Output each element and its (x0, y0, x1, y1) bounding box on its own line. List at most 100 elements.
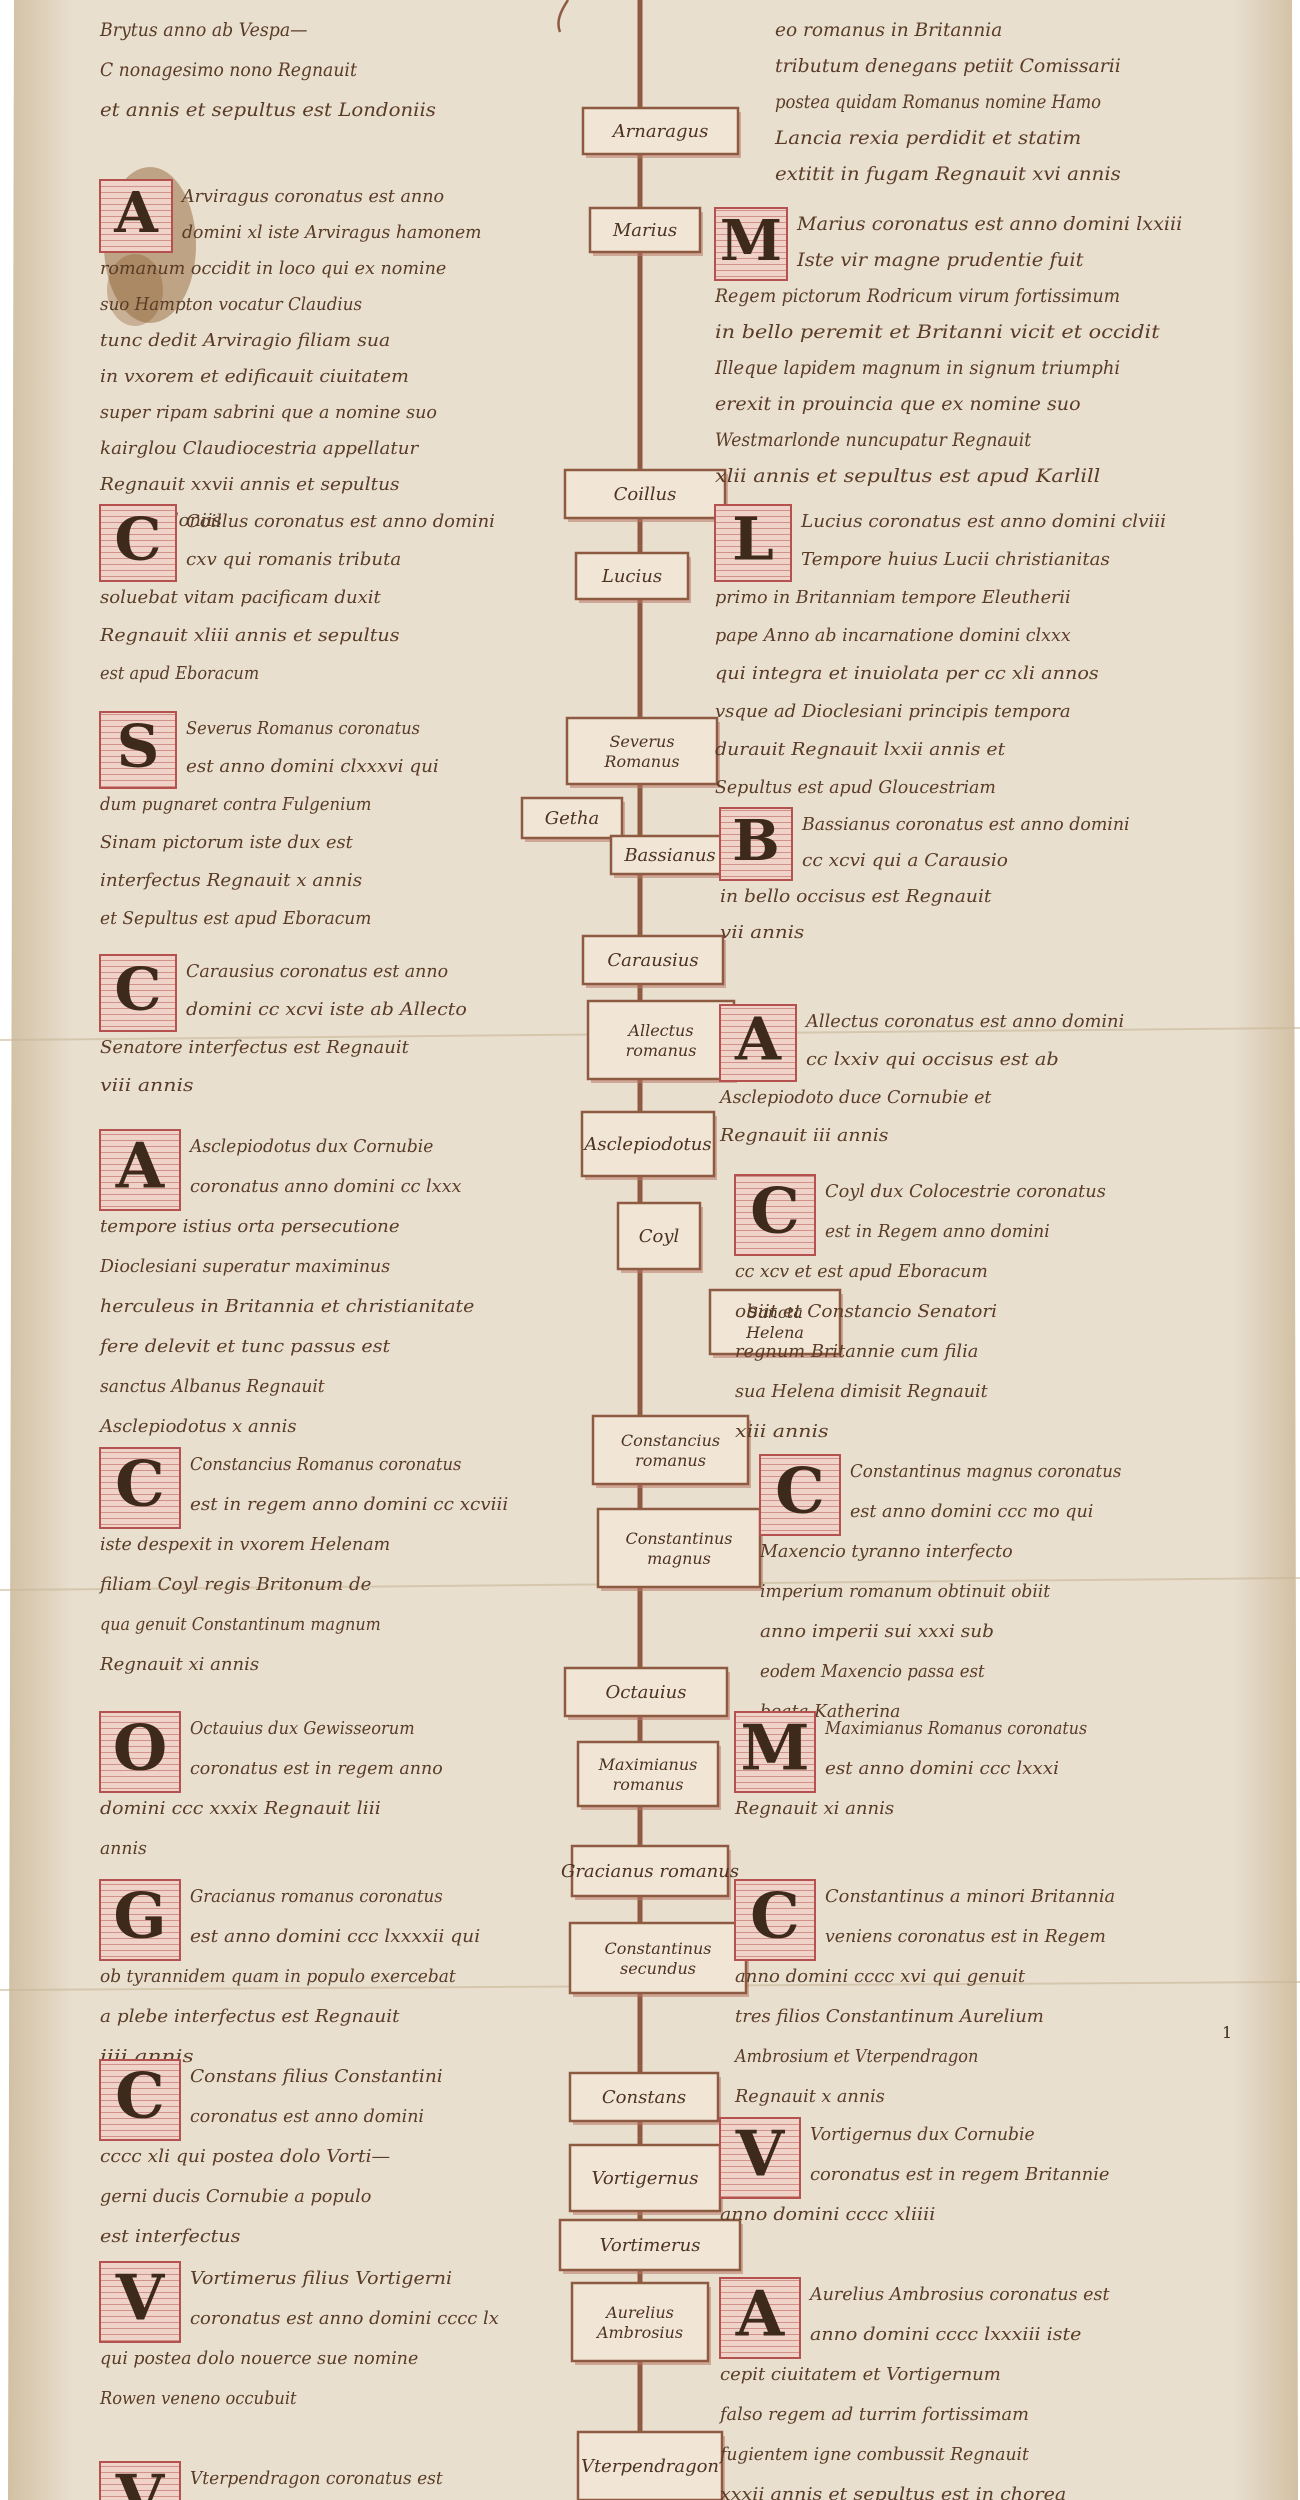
lineage-box: Lucius (574, 551, 691, 603)
initial-decoration: L (714, 504, 792, 582)
box-frame (563, 468, 727, 520)
entry-line: C nonagesimo nono Regnauit (100, 59, 357, 81)
box-frame (581, 934, 725, 986)
entry-line: suo Hampton vocatur Claudius (100, 294, 362, 315)
lineage-boxes: ArnaragusMariusCoillusLuciusSeverusRoman… (520, 106, 843, 2500)
stain-mark (107, 254, 163, 326)
lineage-box-label: secundus (620, 1959, 696, 1978)
initial-decoration: C (99, 954, 177, 1032)
lineage-box-label: Coillus (614, 484, 677, 505)
lineage-box: Asclepiodotus (580, 1110, 717, 1180)
initial-decoration: C (99, 504, 177, 582)
entry-line: iste despexit in vxorem Helenam (100, 1534, 390, 1555)
entry-line: est in Regem anno domini (825, 1221, 1050, 1242)
entry-line: Allectus coronatus est anno domini (804, 1011, 1124, 1032)
initial-box (734, 1711, 816, 1793)
entry-line: Regem pictorum Rodricum virum fortissimu… (714, 285, 1120, 307)
initial-letter: V (735, 2117, 786, 2191)
entry-line: regnum Britannie cum filia (735, 1341, 978, 1362)
initial-box (714, 207, 788, 281)
lineage-box-label: Asclepiodotus (582, 1134, 711, 1155)
entry-line: falso regem ad turrim fortissimam (718, 2404, 1029, 2425)
entry-line: Constantinus a minori Britannia (825, 1886, 1115, 1907)
box-frame (520, 796, 624, 840)
entry-line: tributum denegans petiit Comissarii (775, 55, 1121, 77)
entry-line: tres filios Constantinum Aurelium (735, 2006, 1044, 2027)
initial-decoration: V (99, 2261, 181, 2343)
lineage-box-label: magnus (647, 1549, 711, 1568)
entry-line: herculeus in Britannia et christianitate (100, 1296, 474, 1317)
entry-line: est anno domini ccc lxxxxii qui (190, 1926, 480, 1947)
lineage-box-label: Severus (609, 732, 674, 751)
box-frame (591, 1414, 750, 1486)
entry-line: Coyl dux Colocestrie coronatus (825, 1181, 1106, 1202)
lineage-box-label: Coyl (639, 1226, 680, 1247)
box-frame (708, 1288, 842, 1356)
lineage-box: Octauius (563, 1666, 730, 1720)
entry-line: interfectus Regnauit x annis (100, 870, 362, 891)
lineage-box: Coyl (616, 1201, 703, 1273)
entry-line: Regnauit xxvii annis et sepultus (99, 474, 400, 495)
entry-line: Westmarlonde nuncupatur Regnauit (715, 429, 1031, 451)
initial-letter: V (115, 2461, 166, 2500)
entry-line: a plebe interfectus est Regnauit (100, 2006, 400, 2027)
lineage-box: Gracianus romanus (561, 1844, 739, 1900)
entry-line: Vortimerus filius Vortigerni (190, 2268, 452, 2289)
entry-line: obiit et Constancio Senatori (735, 1301, 997, 1322)
box-frame (576, 2430, 724, 2500)
entry-line: Tempore huius Lucii christianitas (801, 549, 1110, 570)
entry-line: viii annis (100, 1075, 194, 1096)
box-frame (570, 2281, 710, 2363)
entry-line: Regnauit xi annis (734, 1798, 894, 1819)
entry-line: Aurelius Ambrosius coronatus est (808, 2284, 1110, 2305)
entry-line: cccc xli qui postea dolo Vorti— (100, 2146, 390, 2167)
box-frame (565, 716, 719, 786)
lineage-box-label: Constancius (621, 1431, 720, 1450)
entry: C Coyl dux Colocestrie coronatus est in Re… (734, 1174, 1106, 1442)
initial-decoration: V (719, 2117, 801, 2199)
lineage-box-label: Allectus (626, 1021, 693, 1040)
entry-line: erexit in prouincia que ex nomine suo (715, 393, 1081, 415)
initial-box (719, 2117, 801, 2199)
lineage-box: Vterpendragon (576, 2430, 725, 2500)
initial-box (99, 2461, 181, 2500)
initial-box (759, 1454, 841, 1536)
lineage-box-label: Vortigernus (592, 2168, 699, 2189)
lineage-box-label: Maximianus (598, 1755, 698, 1774)
entry-line: fugientem igne combussit Regnauit (718, 2444, 1030, 2465)
entry-line: Sepultus est apud Gloucestriam (715, 777, 996, 798)
box-frame (580, 1110, 716, 1178)
initial-box (99, 504, 177, 582)
entry-line: est anno domini ccc lxxxi (825, 1758, 1059, 1779)
entry-line: Octauius dux Gewisseorum (190, 1718, 415, 1739)
entry-line: Asclepiodotus dux Cornubie (188, 1136, 433, 1157)
initial-letter: A (115, 1129, 166, 1203)
initial-letter: S (117, 711, 160, 781)
entry-line: dum pugnaret contra Fulgenium (100, 794, 371, 815)
entry-line: Bassianus coronatus est anno domini (801, 814, 1130, 835)
entry-line: vsque ad Dioclesiani principis tempora (715, 701, 1071, 722)
box-frame (568, 1921, 748, 1995)
initial-decoration: M (734, 1711, 816, 1793)
lineage-box: Bassianus (609, 834, 732, 878)
lineage-box-label: romanus (613, 1775, 684, 1794)
entry-line: Illeque lapidem magnum in signum triumph… (714, 357, 1120, 379)
initial-decoration: V (99, 2461, 181, 2500)
entry-line: Sinam pictorum iste dux est (100, 832, 353, 853)
entry-line: Dioclesiani superatur maximinus (99, 1256, 390, 1277)
initial-decoration: C (734, 1174, 816, 1256)
entry-line: est apud Eboracum (100, 663, 259, 684)
initial-box (719, 807, 793, 881)
initial-decoration: O (99, 1711, 181, 1793)
entry-line: cc xcvi qui a Carausio (802, 850, 1008, 871)
entry-line: vii annis (720, 922, 804, 943)
initial-letter: M (740, 1711, 809, 1785)
